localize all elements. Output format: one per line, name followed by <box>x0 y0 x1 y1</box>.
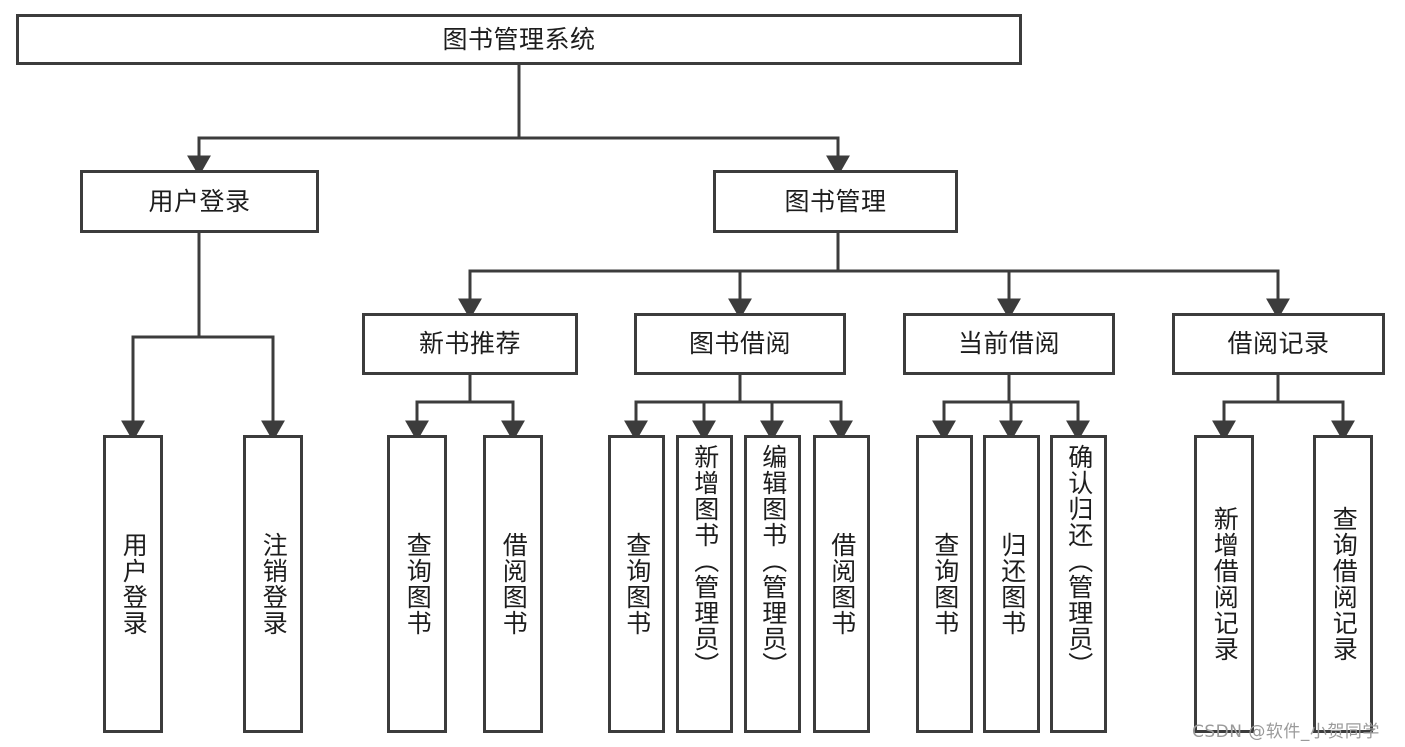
node-leaf-borrow-book-1-label: 借阅图书 <box>499 532 529 636</box>
node-new-book-rec[interactable]: 新书推荐 <box>362 313 578 375</box>
node-leaf-query-book-1[interactable]: 查询图书 <box>387 435 447 733</box>
node-leaf-edit-book[interactable]: 编辑图书（管理员） <box>744 435 801 733</box>
node-leaf-query-book-3[interactable]: 查询图书 <box>916 435 973 733</box>
node-leaf-query-record[interactable]: 查询借阅记录 <box>1313 435 1373 733</box>
node-leaf-query-record-label: 查询借阅记录 <box>1329 506 1359 662</box>
node-leaf-add-record[interactable]: 新增借阅记录 <box>1194 435 1254 733</box>
node-leaf-user-logout-label: 注销登录 <box>259 532 289 636</box>
node-leaf-user-login[interactable]: 用户登录 <box>103 435 163 733</box>
node-leaf-borrow-book-2[interactable]: 借阅图书 <box>813 435 870 733</box>
node-leaf-add-book-label: 新增图书（管理员） <box>690 444 720 678</box>
node-leaf-query-book-3-label: 查询图书 <box>930 532 960 636</box>
node-leaf-query-book-1-label: 查询图书 <box>403 532 433 636</box>
csdn-watermark: CSDN @软件_小贺同学 <box>1192 722 1380 742</box>
node-root-label: 图书管理系统 <box>442 24 596 54</box>
node-current-borrow[interactable]: 当前借阅 <box>903 313 1115 375</box>
node-leaf-add-record-label: 新增借阅记录 <box>1210 506 1240 662</box>
node-root[interactable]: 图书管理系统 <box>16 14 1022 65</box>
node-book-borrow[interactable]: 图书借阅 <box>634 313 846 375</box>
node-borrow-record[interactable]: 借阅记录 <box>1172 313 1385 375</box>
node-book-manage[interactable]: 图书管理 <box>713 170 958 233</box>
node-leaf-user-login-label: 用户登录 <box>119 532 149 636</box>
node-leaf-query-book-2[interactable]: 查询图书 <box>608 435 665 733</box>
node-user-login[interactable]: 用户登录 <box>80 170 319 233</box>
node-new-book-rec-label: 新书推荐 <box>418 329 521 358</box>
node-leaf-query-book-2-label: 查询图书 <box>622 532 652 636</box>
node-leaf-borrow-book-1[interactable]: 借阅图书 <box>483 435 543 733</box>
node-book-manage-label: 图书管理 <box>784 186 887 216</box>
node-leaf-return-book[interactable]: 归还图书 <box>983 435 1040 733</box>
node-leaf-add-book[interactable]: 新增图书（管理员） <box>676 435 733 733</box>
node-leaf-borrow-book-2-label: 借阅图书 <box>827 532 857 636</box>
node-borrow-record-label: 借阅记录 <box>1227 329 1330 358</box>
node-leaf-user-logout[interactable]: 注销登录 <box>243 435 303 733</box>
node-current-borrow-label: 当前借阅 <box>957 329 1060 358</box>
node-leaf-edit-book-label: 编辑图书（管理员） <box>758 444 788 678</box>
node-leaf-return-book-label: 归还图书 <box>997 532 1027 636</box>
node-book-borrow-label: 图书借阅 <box>688 329 791 358</box>
node-leaf-confirm-return[interactable]: 确认归还（管理员） <box>1050 435 1107 733</box>
node-leaf-confirm-return-label: 确认归还（管理员） <box>1064 444 1094 678</box>
node-user-login-label: 用户登录 <box>148 186 251 216</box>
